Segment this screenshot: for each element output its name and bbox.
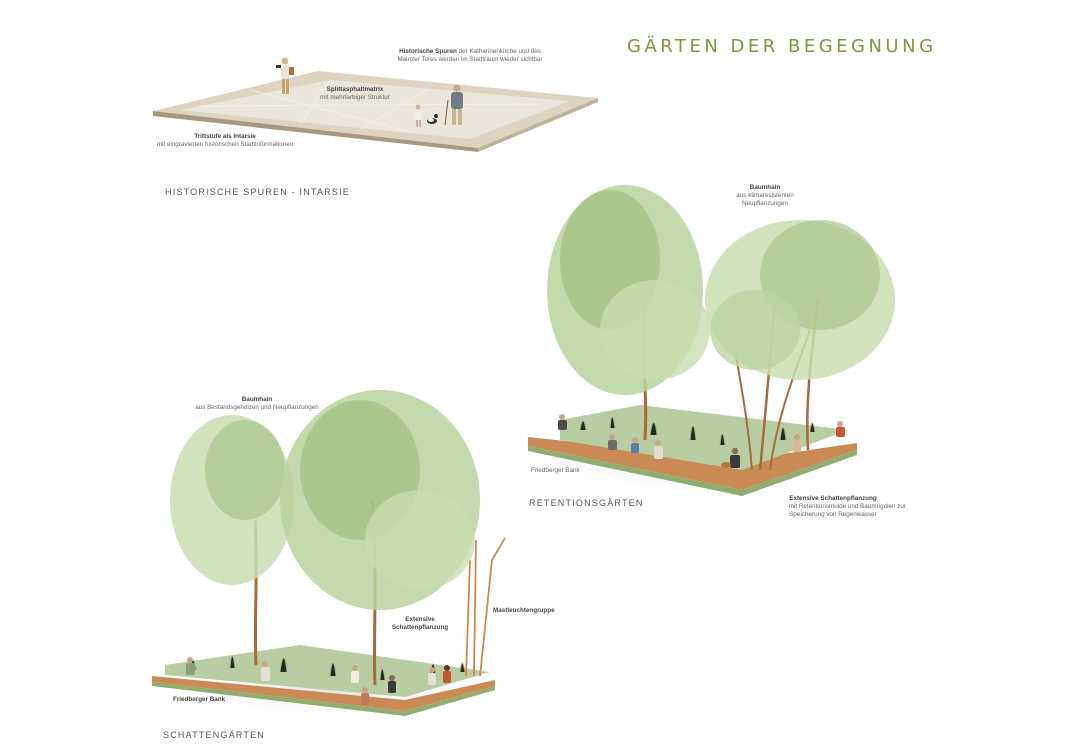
- tree-canopy-left: [547, 185, 710, 395]
- section-label-historic: HISTORISCHE SPUREN - INTARSIE: [165, 187, 350, 197]
- annotation-title: Extensive Schattenpflanzung: [789, 495, 877, 502]
- annotation-text: aus Bestandsgehölzen und Neupflanzungen: [195, 404, 319, 411]
- annotation-title: Extensive: [405, 616, 435, 623]
- retention-people: [558, 414, 845, 468]
- annotation-title: Schattenpflanzung: [391, 624, 449, 631]
- annotation-splittasphalt: Splittasphaltmatrix mit mehrfarbiger Str…: [300, 86, 410, 102]
- annotation-baumhain-shade: Baumhain aus Bestandsgehölzen und Neupfl…: [182, 396, 332, 412]
- person-photographer: [276, 57, 294, 94]
- section-label-retention: RETENTIONSGÄRTEN: [529, 498, 644, 508]
- tree-canopy-shade-right: [280, 390, 480, 610]
- annotation-title: Splittasphaltmatrix: [326, 86, 384, 93]
- annotation-mastleuchten: Mastleuchtengruppe: [493, 607, 573, 615]
- annotation-text: aus klimaresistenten: [736, 192, 794, 199]
- tree-canopy-right: [705, 220, 895, 380]
- section-label-shade: SCHATTENGÄRTEN: [163, 730, 265, 740]
- person-older-man: [444, 84, 463, 126]
- dog: [427, 114, 438, 124]
- annotation-text: mit Retentionsmulde und Baumrigolen zur: [788, 503, 906, 510]
- annotation-text: Friedberger Bank: [531, 467, 580, 474]
- annotation-title: Friedberger Bank: [173, 696, 226, 703]
- annotation-historische-spuren: Historische Spuren der Katharinenkirche …: [380, 48, 560, 64]
- mast-lights: [465, 537, 506, 677]
- annotation-text: mit eingravierten historischen Stadtinfo…: [156, 141, 294, 148]
- annotation-text: Mainzer Tores werden im Stadtraum wieder…: [397, 56, 543, 63]
- annotation-title: Mastleuchtengruppe: [493, 607, 555, 614]
- shade-garden: [140, 390, 520, 720]
- annotation-text: mit mehrfarbiger Struktur: [320, 94, 390, 101]
- annotation-title: Trittstufe als Intarsie: [194, 133, 256, 140]
- annotation-title: Baumhain: [241, 396, 273, 403]
- annotation-text: Neupflanzungen: [742, 200, 788, 207]
- page-title: GÄRTEN DER BEGEGNUNG: [627, 36, 937, 57]
- annotation-extensiv-retention: Extensive Schattenpflanzung mit Retentio…: [760, 495, 906, 519]
- annotation-trittstufe: Trittstufe als Intarsie mit eingravierte…: [145, 133, 305, 149]
- annotation-title: Historische Spuren: [399, 48, 457, 55]
- retention-garden: [500, 185, 900, 498]
- annotation-text: Speicherung von Regenwasser: [789, 511, 877, 518]
- annotation-title: Baumhain: [749, 184, 781, 191]
- annotation-extensiv-shade: Extensive Schattenpflanzung: [385, 616, 455, 632]
- annotation-bank-shade: Friedberger Bank: [173, 696, 253, 704]
- tree-canopy-shade-left: [170, 415, 294, 585]
- person-child: [415, 104, 421, 127]
- historic-paving-slab: [153, 57, 598, 152]
- annotation-text: der Katharinenkirche und des: [458, 48, 541, 55]
- annotation-baumhain-retention: Baumhain aus klimaresistenten Neupflanzu…: [715, 184, 815, 208]
- annotation-bank-retention: Friedberger Bank: [531, 467, 611, 475]
- shade-people: [186, 657, 451, 705]
